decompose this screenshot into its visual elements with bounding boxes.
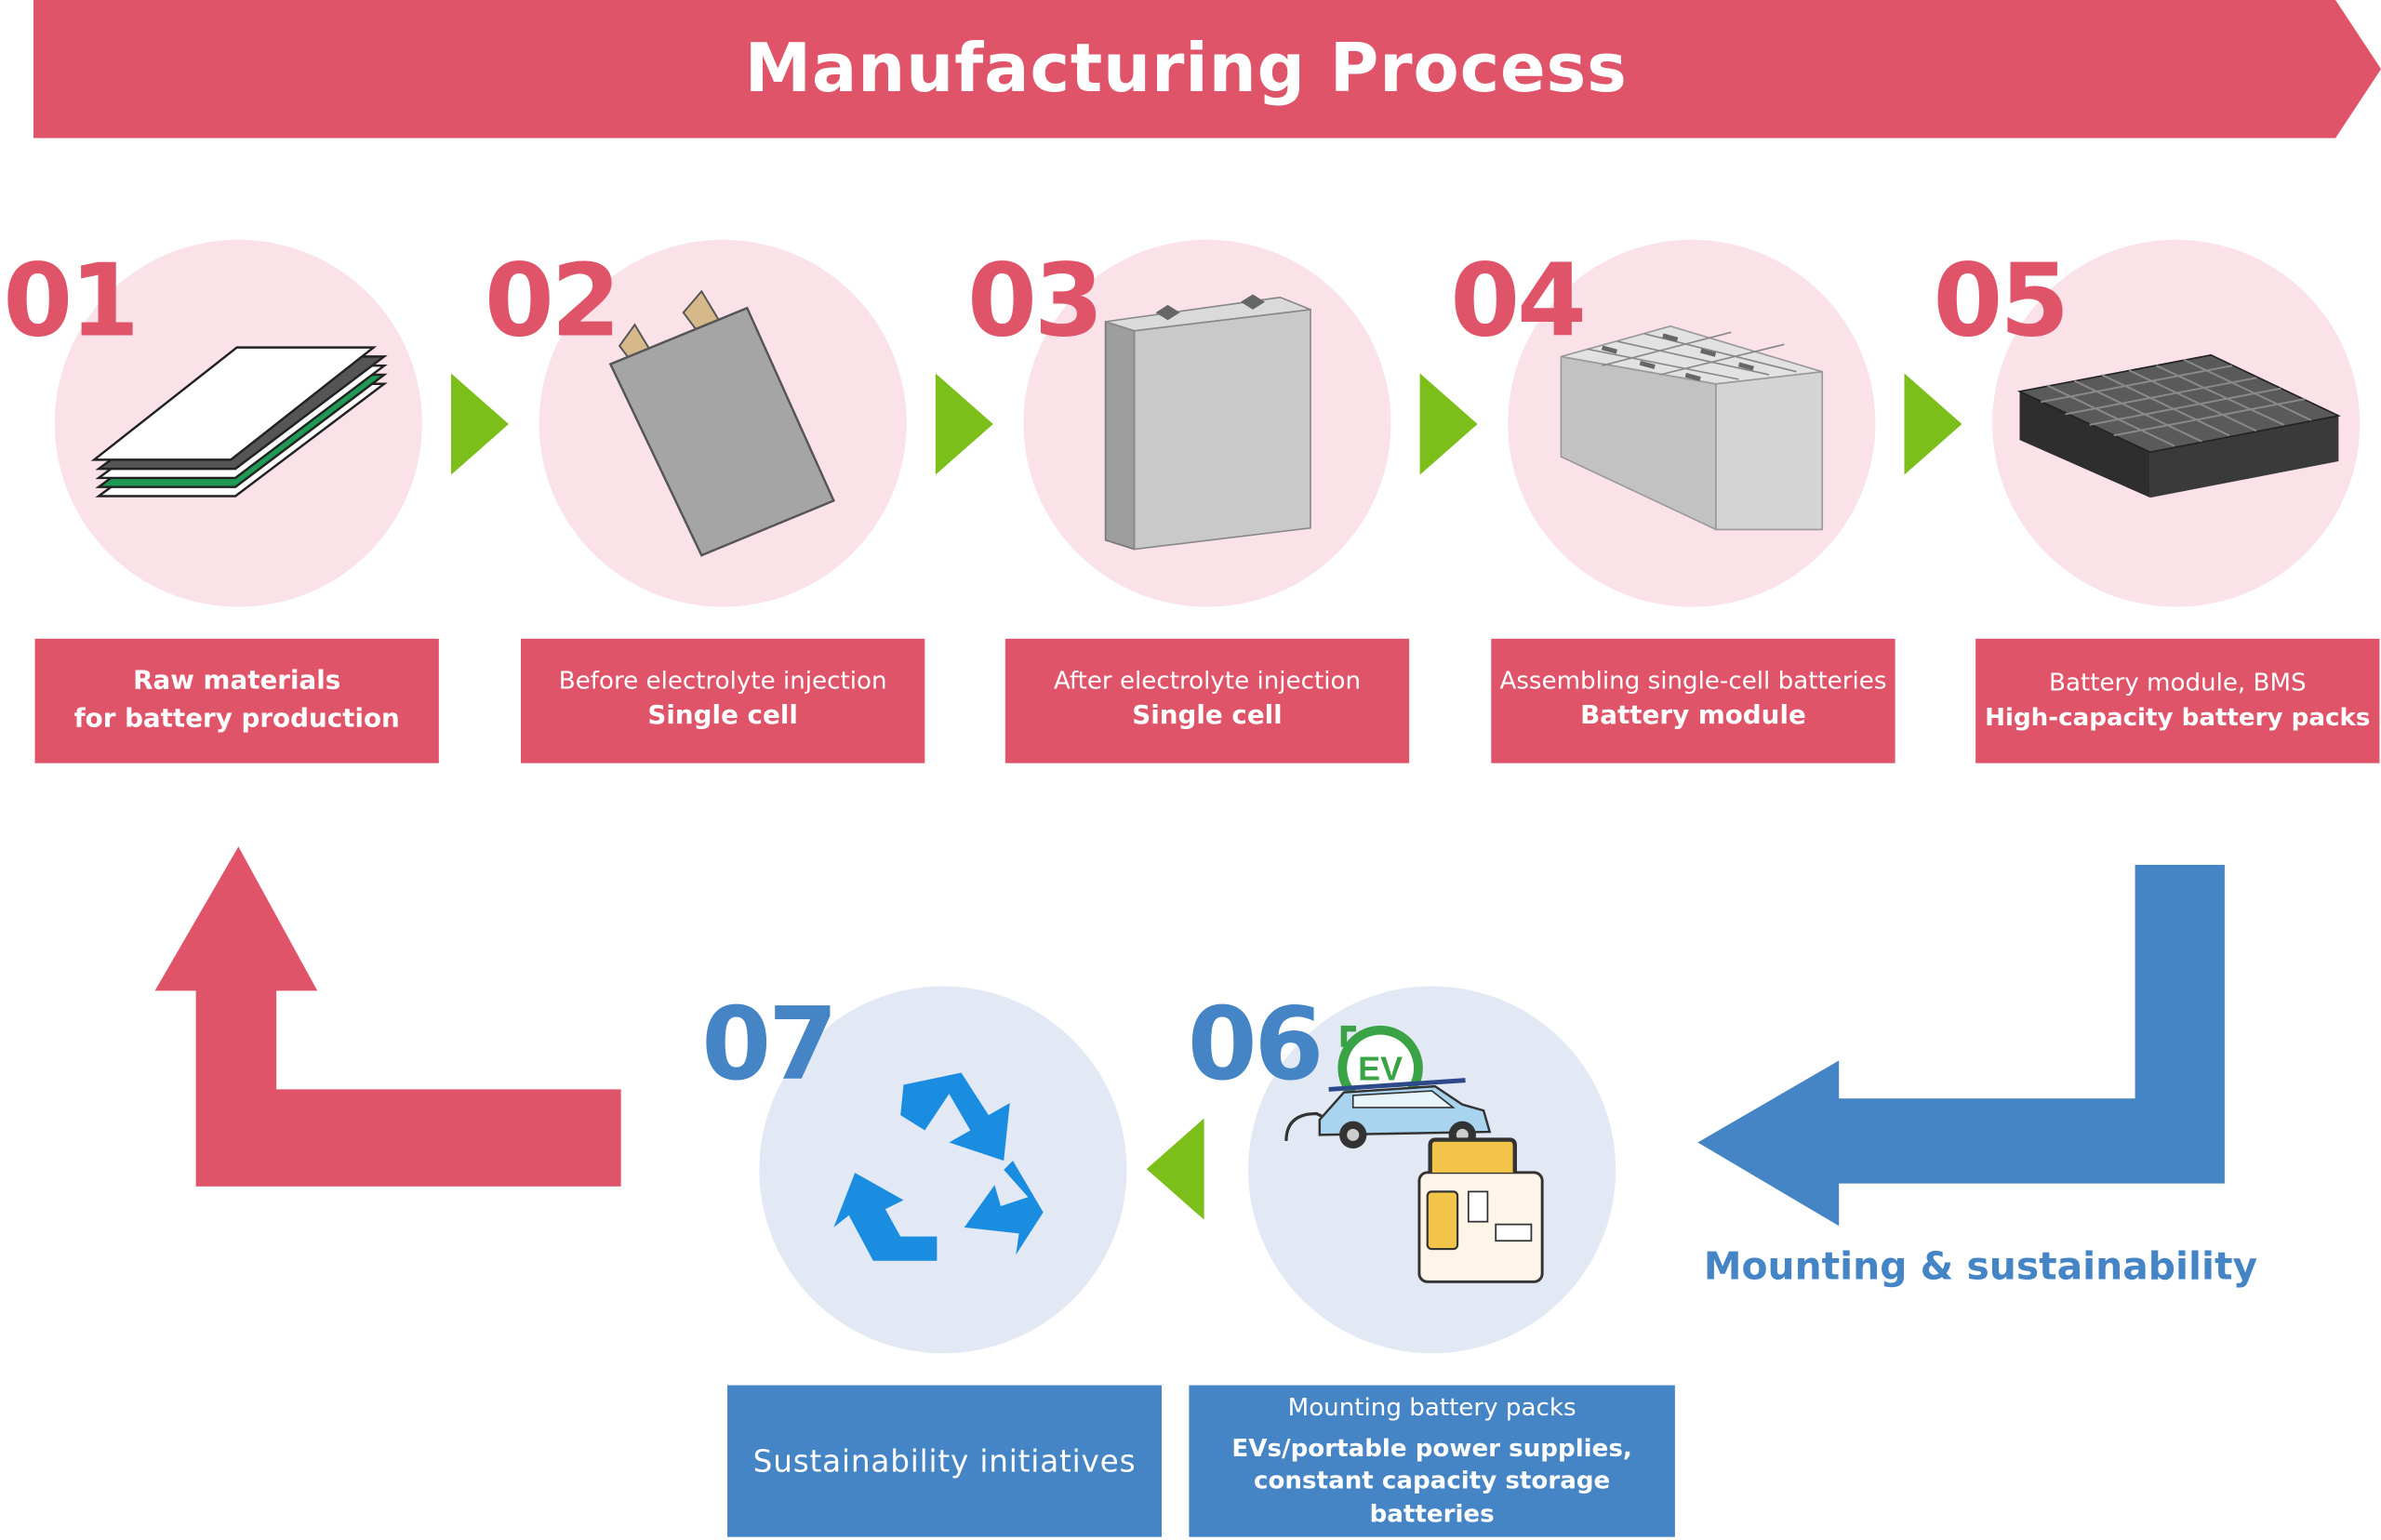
layered-sheets-icon	[90, 346, 388, 498]
step-03-number: 03	[967, 243, 1104, 360]
step-03-line2: Single cell	[1132, 701, 1283, 733]
step-arrow-01-02	[450, 373, 509, 475]
step-07-number: 07	[701, 986, 838, 1104]
ev-badge-text: EV	[1358, 1051, 1403, 1088]
step-06-line3: constant capacity storage batteries	[1253, 1466, 1611, 1528]
loop-caption: Mounting & sustainability	[1703, 1243, 2258, 1289]
step-04-line2: Battery module	[1580, 701, 1806, 733]
step-02-label: Before electrolyte injection Single cell	[521, 638, 925, 763]
step-05-line1: Battery module, BMS	[2049, 667, 2307, 697]
step-04-label: Assembling single-cell batteries Battery…	[1491, 638, 1895, 763]
prismatic-cell-icon	[1104, 294, 1311, 551]
step-03-label: After electrolyte injection Single cell	[1004, 638, 1410, 763]
loop-arrow-down-left	[1697, 864, 2225, 1227]
step-02-number: 02	[484, 243, 621, 360]
step-07-circle	[759, 986, 1127, 1354]
step-arrow-06-07	[1146, 1118, 1204, 1220]
step-01-line1: Raw materials	[133, 665, 341, 697]
step-07-line1: Sustainability initiatives	[752, 1442, 1137, 1480]
recycle-icon	[833, 1072, 1044, 1261]
step-03-line1: After electrolyte injection	[1053, 666, 1362, 696]
step-06-label: Mounting battery packs EVs/portable powe…	[1189, 1385, 1675, 1537]
ev-and-power-station-icon: EV	[1284, 1025, 1544, 1283]
step-02-line2: Single cell	[647, 701, 798, 733]
step-06-number: 06	[1187, 986, 1324, 1104]
step-01-number: 01	[3, 243, 140, 360]
step-01-label: Raw materials for battery production	[34, 638, 439, 763]
step-01-line2: for battery production	[73, 704, 400, 735]
step-07-label: Sustainability initiatives	[727, 1385, 1163, 1537]
page-title: Manufacturing Process	[744, 30, 1628, 108]
step-05-number: 05	[1933, 243, 2069, 360]
step-06-line2: EVs/portable power supplies,	[1231, 1433, 1632, 1463]
step-arrow-03-04	[1419, 373, 1478, 475]
step-05-label: Battery module, BMS High-capacity batter…	[1975, 638, 2380, 763]
pouch-cell-icon	[608, 289, 835, 557]
step-arrow-04-05	[1904, 373, 1962, 475]
title-banner	[33, 0, 2381, 139]
step-04-number: 04	[1450, 243, 1587, 360]
battery-pack-icon	[2016, 353, 2341, 498]
loop-arrow-up	[154, 846, 621, 1187]
step-06-line1: Mounting battery packs	[1287, 1393, 1576, 1423]
step-04-line1: Assembling single-cell batteries	[1499, 666, 1887, 696]
step-05-line2: High-capacity battery packs	[1985, 702, 2371, 732]
step-arrow-02-03	[935, 373, 993, 475]
battery-module-icon	[1560, 325, 1824, 531]
step-02-line1: Before electrolyte injection	[558, 666, 887, 696]
